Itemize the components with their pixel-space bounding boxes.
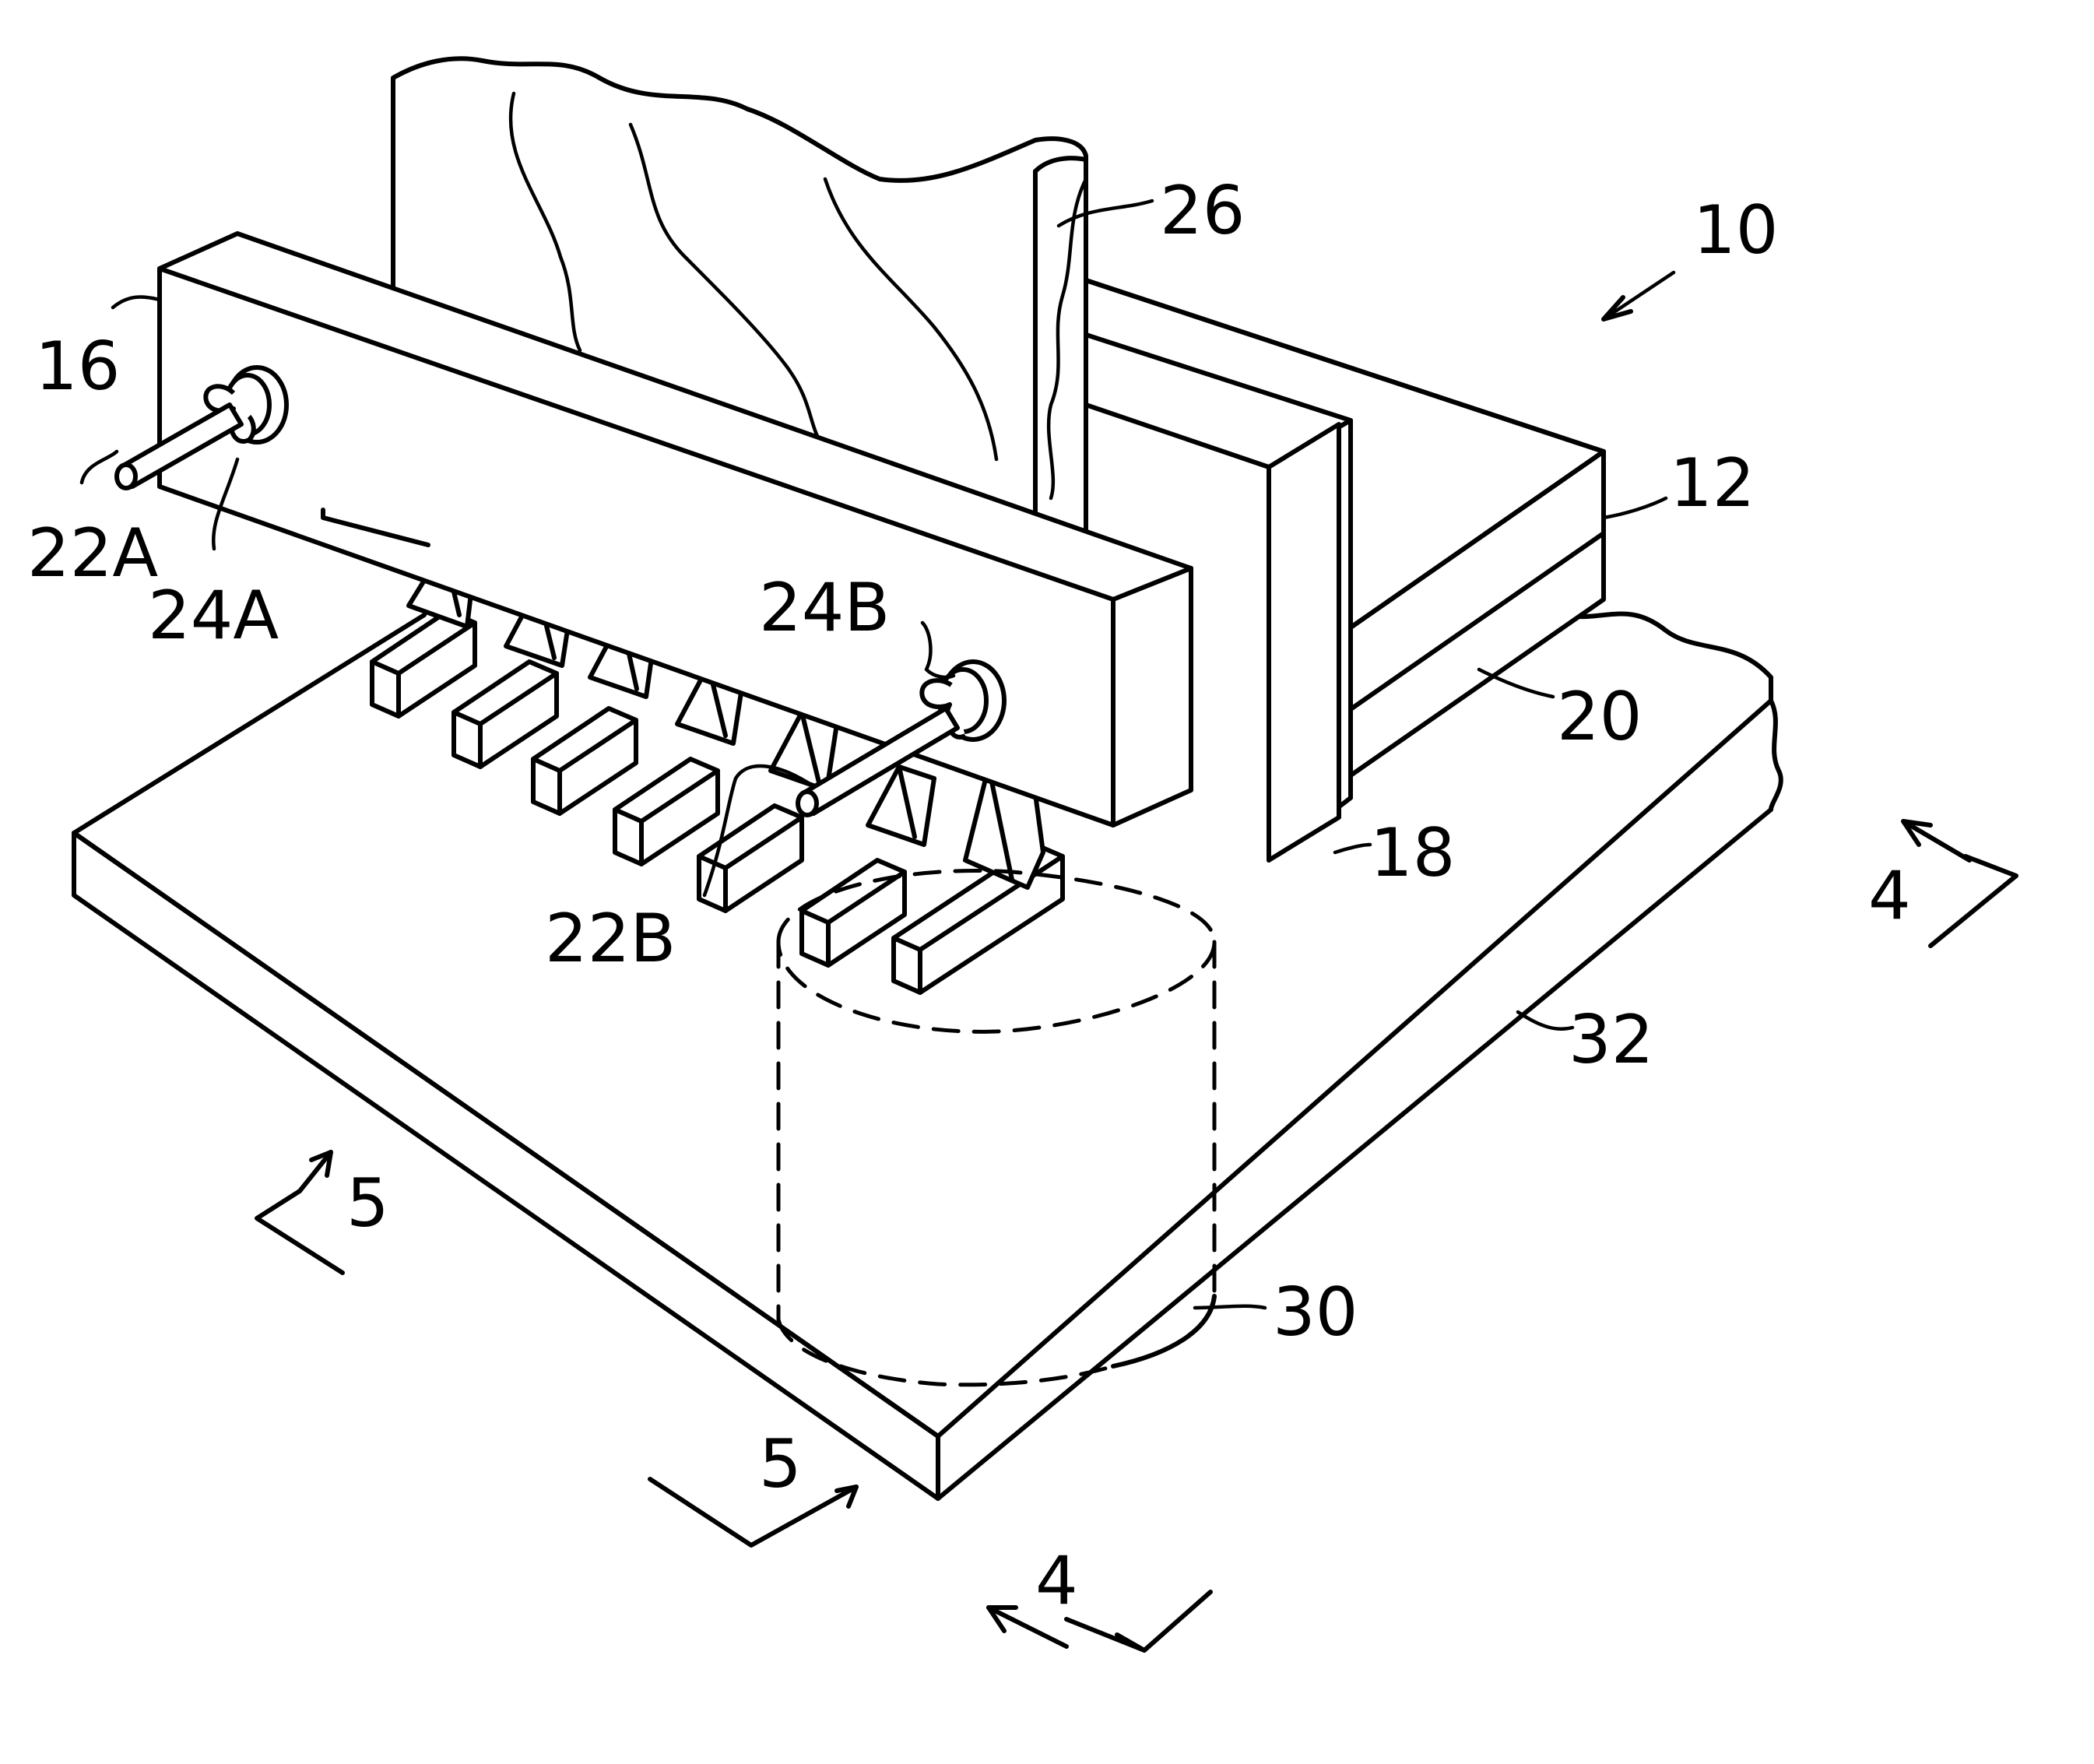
section-marker-4-bottom — [989, 1592, 1210, 1650]
label-24b: 24B — [759, 569, 890, 647]
label-12: 12 — [1670, 445, 1755, 522]
label-26: 26 — [1160, 172, 1245, 250]
section-marker-4-right — [1903, 821, 2016, 946]
label-32: 32 — [1569, 1001, 1653, 1079]
label-section-4-bottom: 4 — [1035, 1542, 1078, 1620]
label-section-5-right: 5 — [759, 1425, 802, 1503]
label-22a: 22A — [27, 515, 158, 592]
label-18: 18 — [1370, 814, 1455, 892]
label-section-5-left: 5 — [346, 1165, 389, 1242]
label-10: 10 — [1693, 192, 1778, 269]
label-section-4-right: 4 — [1868, 857, 1911, 935]
label-22b: 22B — [545, 900, 676, 978]
label-16: 16 — [35, 328, 120, 406]
label-20: 20 — [1557, 678, 1642, 756]
section-marker-5-left — [257, 1152, 343, 1273]
label-24a: 24A — [148, 577, 279, 655]
section-marker-5-right — [650, 1479, 856, 1545]
label-30: 30 — [1273, 1274, 1358, 1351]
